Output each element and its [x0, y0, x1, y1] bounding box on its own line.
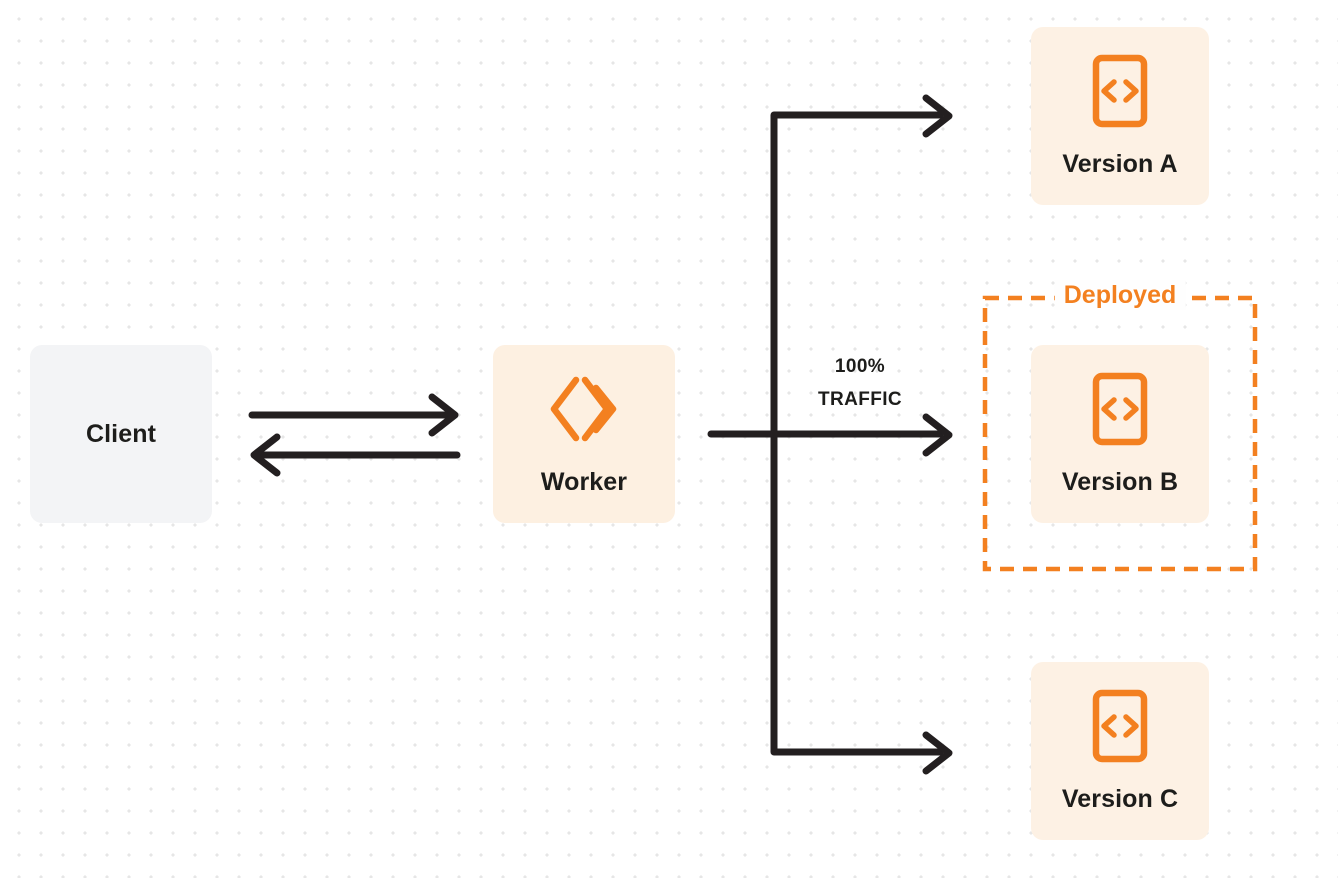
deployed-group: Deployed — [982, 280, 1258, 572]
edge-worker-to-client — [250, 433, 461, 477]
deployed-dashed-border — [982, 295, 1258, 572]
node-worker[interactable]: Worker — [493, 345, 675, 523]
node-version-c-label: Version C — [1061, 785, 1179, 813]
traffic-label: 100% TRAFFIC — [790, 350, 930, 416]
node-version-b-label: Version B — [1061, 468, 1179, 496]
node-version-a-label: Version A — [1062, 150, 1178, 178]
node-version-a[interactable]: Version A — [1031, 27, 1209, 205]
edge-client-to-worker — [248, 393, 459, 437]
node-worker-label: Worker — [540, 468, 628, 496]
edge-bus-to-version-a — [770, 94, 953, 138]
edge-worker-bus — [707, 115, 778, 752]
traffic-percent: 100% — [834, 356, 886, 377]
traffic-unit: TRAFFIC — [817, 389, 903, 410]
code-file-icon — [1090, 371, 1150, 452]
node-version-c[interactable]: Version C — [1031, 662, 1209, 840]
code-file-icon — [1090, 53, 1150, 134]
deployed-badge-label: Deployed — [1054, 280, 1186, 310]
edge-bus-to-version-c — [770, 731, 953, 775]
node-version-b[interactable]: Version B — [1031, 345, 1209, 523]
node-client[interactable]: Client — [30, 345, 212, 523]
cloudflare-workers-logo-icon — [546, 371, 622, 452]
code-file-icon — [1090, 688, 1150, 769]
node-client-label: Client — [85, 419, 157, 448]
edge-bus-to-version-b — [770, 413, 953, 457]
